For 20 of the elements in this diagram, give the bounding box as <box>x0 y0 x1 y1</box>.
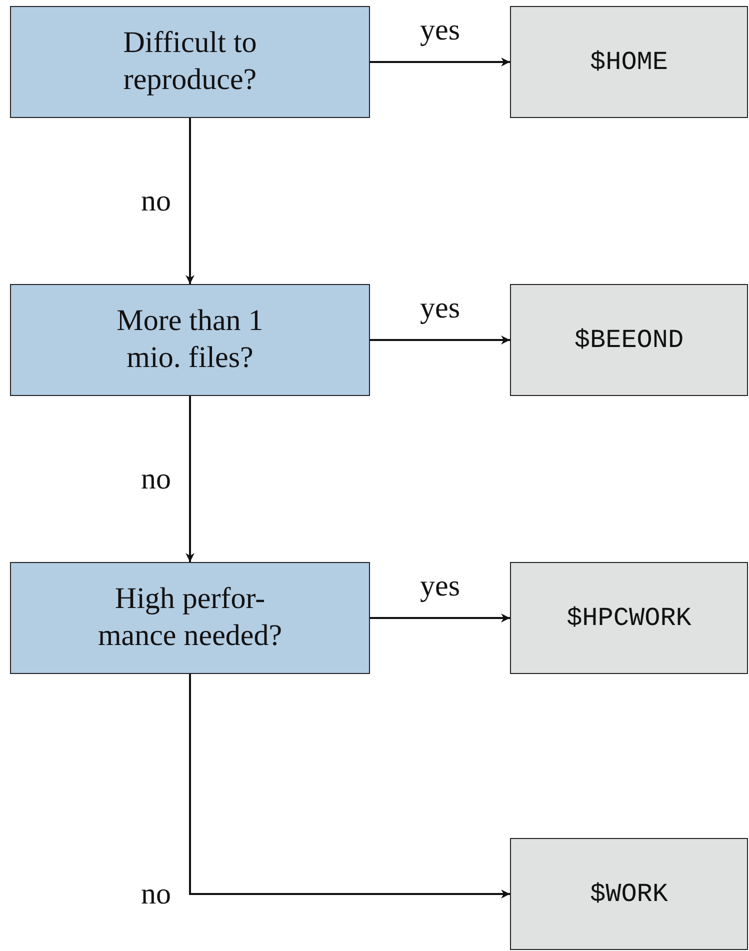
variable-name: $HOME <box>590 47 668 77</box>
arrow <box>370 336 510 344</box>
question-text: Difficult to reproduce? <box>122 25 258 98</box>
arrow <box>186 396 194 562</box>
storage-box <box>510 6 748 118</box>
question-text: High perfor- mance needed? <box>96 581 284 654</box>
decision-box <box>10 284 370 396</box>
decision-box <box>10 6 370 118</box>
arrow <box>370 614 510 622</box>
variable-name: $HPCWORK <box>566 603 692 633</box>
variable-name: $WORK <box>590 879 668 909</box>
decision-box <box>10 562 370 674</box>
storage-box <box>510 562 748 674</box>
arrow <box>370 58 510 66</box>
question-text: More than 1 mio. files? <box>116 303 264 376</box>
arrow <box>186 118 194 284</box>
storage-box <box>510 838 748 950</box>
arrow <box>189 674 510 898</box>
variable-name: $BEEOND <box>574 325 684 355</box>
storage-box <box>510 284 748 396</box>
